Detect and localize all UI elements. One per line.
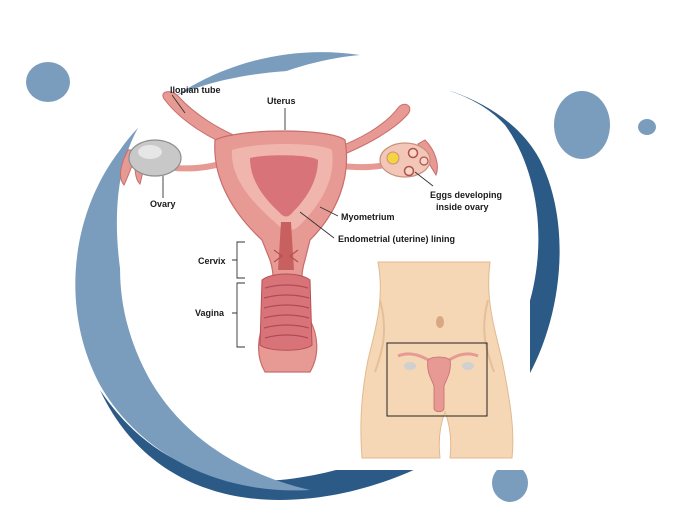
navel	[436, 316, 444, 328]
egg-follicle	[403, 165, 415, 177]
label-vagina: Vagina	[195, 308, 225, 318]
vagina-rugae	[263, 284, 310, 339]
cervix-bracket	[232, 241, 245, 279]
torso-waist-shading	[374, 299, 386, 373]
left-fallopian-tube	[162, 91, 246, 151]
inset-highlight-box	[386, 342, 488, 417]
label-endometrial: Endometrial (uterine) lining	[338, 234, 455, 244]
mini-uterus	[427, 356, 451, 413]
blob-right-large	[554, 91, 610, 159]
leader-endometrial	[299, 211, 335, 239]
leader-eggs	[414, 171, 434, 187]
blob-bottom	[492, 464, 528, 502]
label-cervix: Cervix	[198, 256, 226, 266]
blob-top-left	[26, 62, 70, 102]
vagina-bracket	[232, 282, 245, 348]
label-ovary: Ovary	[150, 199, 176, 209]
label-fallopian-tube: llopian tube	[170, 85, 221, 95]
vagina-canal	[259, 273, 313, 351]
label-myometrium: Myometrium	[341, 212, 395, 222]
leader-fallopian	[171, 94, 186, 114]
label-uterus: Uterus	[267, 96, 296, 106]
cervix-notch-left	[273, 249, 283, 263]
mini-left-ovary	[404, 362, 416, 370]
cervix-notch-right	[289, 249, 299, 263]
egg-follicle	[419, 156, 429, 166]
diagram-labels: llopian tube Uterus Ovary Eggs developin…	[150, 85, 502, 318]
leader-myometrium	[319, 206, 339, 217]
blob-right-small	[638, 119, 656, 135]
torso-waist-shading-right	[483, 299, 495, 373]
label-eggs-line2: inside ovary	[436, 202, 489, 212]
leader-lines	[162, 94, 434, 348]
mini-right-ovary	[462, 362, 474, 370]
right-fallopian-tube	[329, 103, 411, 159]
label-eggs-line1: Eggs developing	[430, 190, 502, 200]
egg-follicle	[407, 147, 419, 159]
cervix-canal	[278, 222, 294, 270]
endometrial-lining	[250, 155, 318, 217]
uterus-anatomy	[120, 91, 438, 373]
egg-follicle	[386, 151, 400, 165]
torso-inset	[360, 261, 514, 459]
left-ovary-highlight	[138, 145, 162, 159]
